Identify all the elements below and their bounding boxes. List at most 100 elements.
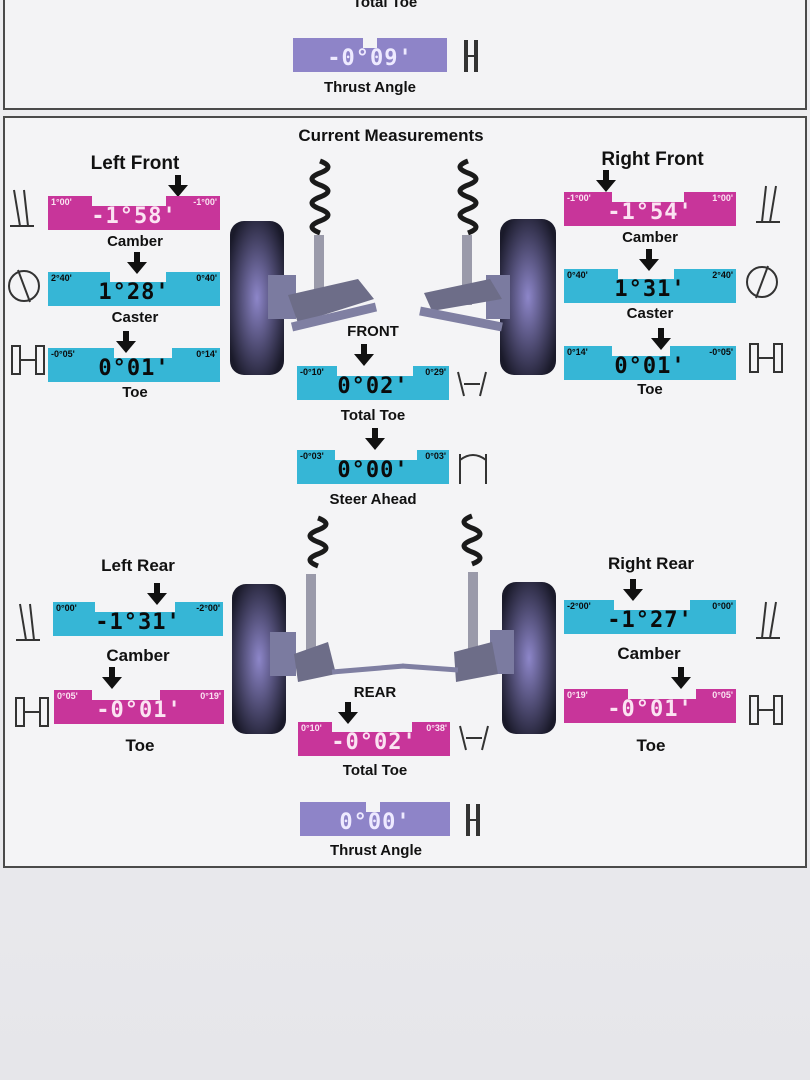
right-front-caster-gauge: 0°40' 2°40' 1°31' [564, 269, 736, 303]
left-rear-camber-value: -1°31' [95, 610, 181, 635]
steer-ahead-arrow [365, 428, 385, 450]
left-rear-toe-value: -0°01' [96, 698, 182, 723]
rear-total-toe-arrow [338, 702, 358, 724]
steer-ahead-min: -0°03' [300, 451, 324, 461]
right-toe-icon [749, 343, 783, 373]
front-total-toe-max: 0°29' [425, 367, 446, 377]
left-rear-toe-label: Toe [125, 736, 155, 755]
left-front-caster-gauge: 2°40' 0°40' 1°28' [48, 272, 220, 306]
rear-total-toe-label: Total Toe [342, 762, 408, 779]
right-front-caster-min: 0°40' [567, 270, 588, 280]
right-rear-toe-gauge: 0°19' 0°05' -0°01' [564, 689, 736, 723]
left-front-wheel-assembly-illustration [230, 158, 378, 375]
right-rear-camber-max: 0°00' [712, 601, 733, 611]
right-front-camber-label: Camber [622, 229, 678, 246]
front-label: FRONT [347, 323, 399, 340]
left-front-camber-min: 1°00' [51, 197, 72, 207]
top-thrust-angle-label: Thrust Angle [324, 79, 416, 96]
left-rear-wheel-assembly-illustration [232, 515, 405, 734]
left-front-toe-gauge: -0°05' 0°14' 0°01' [48, 348, 220, 382]
left-front-camber-value: -1°58' [91, 204, 177, 229]
left-rear-camber-gauge: 0°00' -2°00' -1°31' [53, 602, 223, 636]
right-camber-icon [756, 185, 780, 223]
right-rear-toe-min: 0°19' [567, 690, 588, 700]
rear-camber-icon [16, 603, 40, 641]
right-front-wheel-assembly-illustration [419, 158, 556, 375]
right-caster-icon [746, 265, 778, 299]
rear-thrust-angle-icon [466, 804, 480, 836]
top-thrust-angle-gauge: -0°09' [293, 38, 447, 72]
right-front-camber-max: 1°00' [712, 193, 733, 203]
rear-total-toe-max: 0°38' [426, 723, 447, 733]
right-front-caster-max: 2°40' [712, 270, 733, 280]
left-front-toe-label: Toe [122, 384, 148, 401]
thrust-angle-icon [464, 40, 478, 72]
left-front-camber-arrow [168, 175, 188, 197]
front-total-toe-value: 0°02' [337, 374, 409, 399]
camber-icon [10, 189, 34, 227]
right-front-toe-gauge: 0°14' -0°05' 0°01' [564, 346, 736, 380]
right-front-toe-value: 0°01' [614, 354, 686, 379]
rear-thrust-angle-label: Thrust Angle [330, 842, 422, 859]
left-rear-toe-gauge: 0°05' 0°19' -0°01' [54, 690, 224, 724]
right-rear-title: Right Rear [608, 554, 694, 573]
rear-total-toe-gauge: 0°10' 0°38' -0°02' [298, 722, 450, 756]
rear-total-toe-icon [459, 725, 489, 751]
steer-ahead-value: 0°00' [337, 458, 409, 483]
right-front-camber-value: -1°54' [607, 200, 693, 225]
left-front-camber-label: Camber [107, 233, 163, 250]
right-front-title: Right Front [601, 149, 704, 170]
rear-label: REAR [353, 684, 397, 701]
rear-thrust-angle-value: 0°00' [339, 810, 411, 835]
top-total-toe-label: Total Toe [352, 0, 418, 11]
steer-ahead-icon [459, 454, 487, 484]
left-front-toe-arrow [116, 331, 136, 353]
rear-thrust-angle-gauge: 0°00' [300, 802, 450, 836]
right-front-caster-value: 1°31' [614, 277, 686, 302]
left-front-caster-value: 1°28' [98, 280, 170, 305]
left-front-camber-max: -1°00' [193, 197, 217, 207]
left-front-camber-gauge: 1°00' -1°00' -1°58' [48, 196, 220, 230]
front-total-toe-label: Total Toe [340, 407, 406, 424]
left-front-toe-value: 0°01' [98, 356, 170, 381]
section-title: Current Measurements [298, 126, 484, 145]
left-front-caster-max: 0°40' [196, 273, 217, 283]
left-rear-toe-max: 0°19' [200, 691, 221, 701]
right-rear-camber-min: -2°00' [567, 601, 591, 611]
right-rear-camber-arrow [623, 579, 643, 601]
left-front-title: Left Front [90, 153, 180, 174]
right-rear-toe-icon [749, 695, 783, 725]
right-front-caster-label: Caster [626, 305, 674, 322]
toe-icon [11, 345, 45, 375]
rear-total-toe-min: 0°10' [301, 723, 322, 733]
right-front-camber-gauge: -1°00' 1°00' -1°54' [564, 192, 736, 226]
left-front-caster-min: 2°40' [51, 273, 72, 283]
top-thrust-angle-value: -0°09' [327, 46, 413, 71]
left-front-caster-label: Caster [111, 309, 159, 326]
right-front-camber-min: -1°00' [567, 193, 591, 203]
steer-ahead-max: 0°03' [425, 451, 446, 461]
left-front-toe-min: -0°05' [51, 349, 75, 359]
left-rear-camber-label: Camber [106, 646, 170, 665]
right-front-toe-label: Toe [637, 381, 663, 398]
right-rear-camber-label: Camber [617, 644, 681, 663]
left-rear-toe-arrow [102, 667, 122, 689]
left-rear-camber-min: 0°00' [56, 603, 77, 613]
right-rear-camber-value: -1°27' [607, 608, 693, 633]
right-rear-camber-gauge: -2°00' 0°00' -1°27' [564, 600, 736, 634]
steer-ahead-gauge: -0°03' 0°03' 0°00' [297, 450, 449, 484]
front-total-toe-gauge: -0°10' 0°29' 0°02' [297, 366, 449, 400]
right-rear-toe-arrow [671, 667, 691, 689]
right-front-toe-max: -0°05' [709, 347, 733, 357]
right-rear-toe-label: Toe [636, 736, 666, 755]
left-front-caster-arrow [127, 252, 147, 274]
right-front-toe-min: 0°14' [567, 347, 588, 357]
front-total-toe-arrow [354, 344, 374, 366]
caster-icon [8, 269, 40, 303]
left-front-toe-max: 0°14' [196, 349, 217, 359]
total-toe-icon [457, 371, 487, 397]
left-rear-camber-arrow [147, 583, 167, 605]
right-rear-wheel-assembly-illustration [401, 513, 556, 734]
right-front-caster-arrow [639, 249, 659, 271]
left-rear-toe-min: 0°05' [57, 691, 78, 701]
